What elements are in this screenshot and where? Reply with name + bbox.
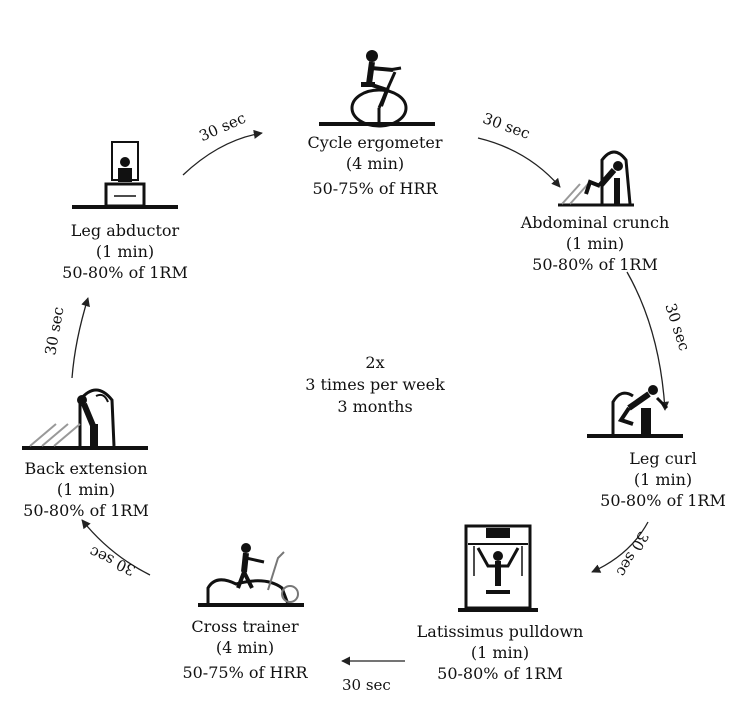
station-name: Leg abductor [70, 221, 180, 240]
arrow-legcurl-to-pulldown [591, 521, 649, 573]
back-extension-icon [22, 388, 148, 450]
station-intensity: 50-80% of 1RM [437, 664, 563, 683]
station-abdominal-crunch: Abdominal crunch (1 min) 50-80% of 1RM [510, 212, 680, 275]
station-duration: (1 min) [470, 643, 530, 662]
station-intensity: 50-80% of 1RM [532, 255, 658, 274]
station-latissimus-pulldown: Latissimus pulldown (1 min) 50-80% of 1R… [400, 621, 600, 684]
abdominal-crunch-icon [558, 150, 634, 207]
station-duration: (4 min) [215, 638, 275, 657]
arrow-cycle-to-crunch [477, 137, 561, 188]
station-intensity: 50-75% of HRR [312, 179, 438, 198]
station-leg-curl: Leg curl (1 min) 50-80% of 1RM [578, 448, 748, 511]
station-duration: (1 min) [95, 242, 155, 261]
station-duration: (1 min) [565, 234, 625, 253]
station-cycle-ergometer: Cycle ergometer (4 min) 50-75% of HRR [290, 132, 460, 199]
station-name: Cross trainer [191, 617, 299, 636]
latissimus-pulldown-icon [458, 524, 538, 612]
station-cross-trainer: Cross trainer (4 min) 50-75% of HRR [160, 616, 330, 683]
station-name: Latissimus pulldown [416, 622, 584, 641]
station-duration: (1 min) [56, 480, 116, 499]
cycle-ergometer-icon [319, 50, 435, 128]
arrow-backext-to-abductor [71, 297, 90, 379]
leg-abductor-icon [72, 141, 178, 209]
arrow-crunch-to-legcurl [626, 271, 670, 411]
station-intensity: 50-80% of 1RM [62, 263, 188, 282]
center-summary: 2x 3 times per week 3 months [290, 352, 460, 418]
station-back-extension: Back extension (1 min) 50-80% of 1RM [6, 458, 166, 521]
station-name: Leg curl [629, 449, 697, 468]
arrow-abductor-to-cycle [182, 129, 263, 176]
arrow-crosstrainer-to-backext [81, 519, 151, 576]
station-intensity: 50-80% of 1RM [600, 491, 726, 510]
station-leg-abductor: Leg abductor (1 min) 50-80% of 1RM [40, 220, 210, 283]
rest-label: 30 sec [342, 676, 391, 694]
leg-curl-icon [587, 385, 683, 438]
center-repeats: 2x [365, 353, 385, 372]
station-duration: (1 min) [633, 470, 693, 489]
station-name: Cycle ergometer [307, 133, 443, 152]
station-name: Back extension [24, 459, 148, 478]
station-intensity: 50-75% of HRR [182, 663, 308, 682]
center-frequency: 3 times per week [305, 375, 445, 394]
center-duration: 3 months [337, 397, 413, 416]
station-intensity: 50-80% of 1RM [23, 501, 149, 520]
station-duration: (4 min) [345, 154, 405, 173]
cross-trainer-icon [198, 543, 304, 607]
station-name: Abdominal crunch [520, 213, 670, 232]
